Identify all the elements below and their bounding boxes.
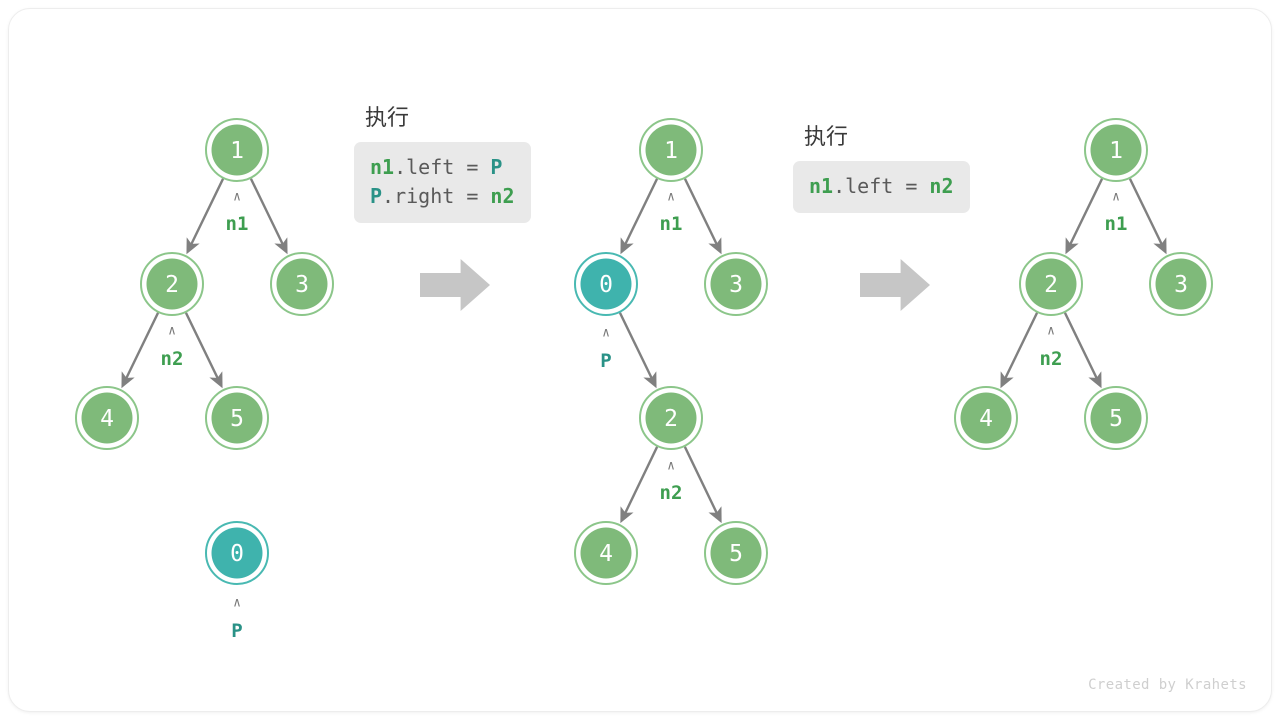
tree-edge <box>620 178 659 255</box>
caret-icon: ∧ <box>667 190 675 205</box>
big-arrows-layer <box>420 259 930 311</box>
node-value: 5 <box>729 541 743 567</box>
pointer-label-P: ∧P <box>600 326 611 373</box>
pointer-label-n1: ∧ n1 <box>226 190 249 236</box>
caret-icon: ∧ <box>233 596 241 611</box>
node-value: 4 <box>100 406 114 432</box>
node-value: 2 <box>1044 272 1058 298</box>
tree-node: 0 <box>205 521 269 585</box>
code-line: P.right = n2 <box>370 182 515 211</box>
tree-node: 1 <box>639 118 703 182</box>
pointer-name: n2 <box>1040 348 1063 370</box>
node-value: 2 <box>664 406 678 432</box>
caret-icon: ∧ <box>602 326 610 341</box>
node-value: 1 <box>1109 138 1123 164</box>
tree-node: 0 <box>574 252 638 316</box>
credit-text: Created by Krahets <box>1088 677 1247 693</box>
pointer-label-n1: ∧ n1 <box>1105 190 1128 236</box>
step3-heading: 执行 <box>804 124 849 149</box>
node-value: 0 <box>599 272 613 298</box>
node-value: 3 <box>1174 272 1188 298</box>
tree-node: 3 <box>270 252 334 316</box>
tree-edge <box>121 312 160 389</box>
big-arrow-1 <box>420 259 490 311</box>
pointer-label-P: ∧P <box>231 596 242 643</box>
pointers-layer: ∧n1∧n2∧P∧n1∧P∧n2∧n1∧n2 <box>161 190 1128 643</box>
tree-edge <box>1063 312 1102 389</box>
pointer-label-n2: ∧ n2 <box>161 324 184 371</box>
pointer-name: n2 <box>161 348 184 370</box>
node-value: 4 <box>979 406 993 432</box>
tree-node: 2 <box>140 252 204 316</box>
tree-edge <box>683 446 722 524</box>
code-operator: .right = <box>382 184 491 208</box>
code-identifier: n1 <box>809 174 834 198</box>
tree-edge <box>1065 178 1104 255</box>
pointer-name: P <box>231 620 242 642</box>
code-line: n1.left = n2 <box>809 172 954 201</box>
tree-node: 4 <box>954 386 1018 450</box>
node-value: 3 <box>729 272 743 298</box>
tree-edge <box>618 312 657 389</box>
tree-node: 1 <box>1084 118 1148 182</box>
code-identifier: n2 <box>929 174 954 198</box>
code-identifier: n2 <box>490 184 515 208</box>
tree-node: 4 <box>574 521 638 585</box>
tree-edge <box>683 178 722 255</box>
code-operator: .left = <box>833 174 930 198</box>
node-value: 3 <box>295 272 309 298</box>
node-value: 5 <box>1109 406 1123 432</box>
pointer-name: n1 <box>226 213 249 235</box>
code-line: n1.left = P <box>370 153 515 182</box>
tree-node: 1 <box>205 118 269 182</box>
caret-icon: ∧ <box>1047 324 1055 339</box>
big-arrow-2 <box>860 259 930 311</box>
code-identifier: P <box>490 155 503 179</box>
tree-edge <box>184 312 223 389</box>
tree-node: 4 <box>75 386 139 450</box>
pointer-label-n2: ∧ n2 <box>1040 324 1063 371</box>
code-identifier: n1 <box>370 155 395 179</box>
caret-icon: ∧ <box>168 324 176 339</box>
tree-node: 3 <box>704 252 768 316</box>
tree-node: 5 <box>1084 386 1148 450</box>
step2-heading: 执行 <box>365 105 410 130</box>
step3-code-block: n1.left = n2 <box>793 161 970 213</box>
node-value: 1 <box>230 138 244 164</box>
tree-node: 3 <box>1149 252 1213 316</box>
pointer-label-n2: ∧ n2 <box>660 459 683 505</box>
caret-icon: ∧ <box>233 190 241 205</box>
pointer-name: P <box>600 350 611 372</box>
tree-node: 5 <box>704 521 768 585</box>
caret-icon: ∧ <box>667 459 675 474</box>
pointer-name: n1 <box>1105 213 1128 235</box>
tree-edge <box>186 178 225 255</box>
node-value: 4 <box>599 541 613 567</box>
node-value: 5 <box>230 406 244 432</box>
caret-icon: ∧ <box>1112 190 1120 205</box>
tree-node: 2 <box>1019 252 1083 316</box>
tree-node: 2 <box>639 386 703 450</box>
tree-edge <box>620 446 659 524</box>
tree-edge <box>1128 178 1167 255</box>
pointer-label-n1: ∧ n1 <box>660 190 683 236</box>
tree-node: 5 <box>205 386 269 450</box>
pointer-name: n1 <box>660 213 683 235</box>
code-operator: .left = <box>394 155 491 179</box>
tree-edge <box>1000 312 1039 389</box>
node-value: 1 <box>664 138 678 164</box>
node-value: 0 <box>230 541 244 567</box>
edges-layer <box>121 178 1167 524</box>
node-value: 2 <box>165 272 179 298</box>
code-identifier: P <box>370 184 383 208</box>
nodes-layer: 1 2 3 4 5 0 1 0 3 2 4 5 1 2 3 4 5 <box>75 118 1213 585</box>
tree-edge <box>249 178 288 255</box>
pointer-name: n2 <box>660 482 683 504</box>
